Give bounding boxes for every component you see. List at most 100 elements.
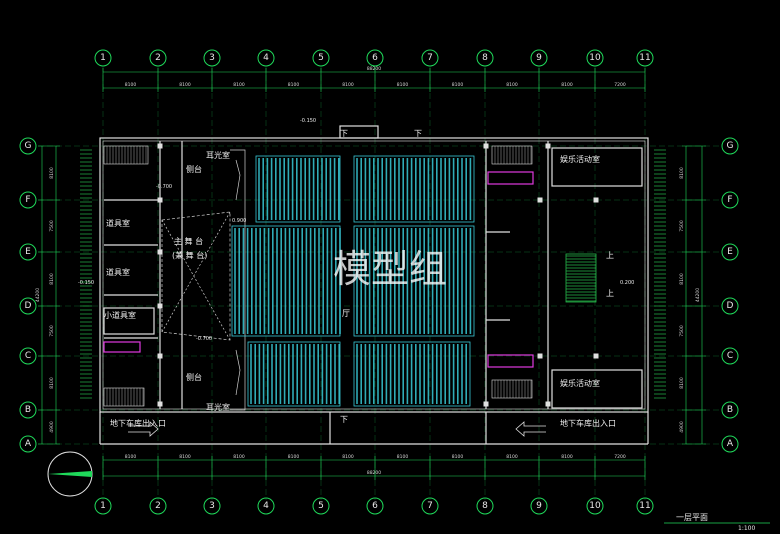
dim-col-spacing-top-10: 7200	[614, 82, 626, 88]
axis-bubble-col-6-bottom: 6	[366, 497, 384, 515]
dim-col-spacing-top-9: 8100	[561, 82, 573, 88]
axis-bubble-row-E-left: E	[19, 243, 37, 261]
dim-col-spacing-bottom-6: 8100	[397, 454, 409, 460]
corner-stair-4	[103, 387, 145, 407]
dim-col-spacing-top-5: 8100	[342, 82, 354, 88]
axis-bubble-row-C-left: C	[19, 347, 37, 365]
dim-col-spacing-bottom-3: 8100	[233, 454, 245, 460]
room-label-entertainment-bottom: 娱乐活动室	[560, 378, 600, 388]
axis-bubble-row-E-right: E	[721, 243, 739, 261]
dim-col-spacing-bottom-1: 8100	[125, 454, 137, 460]
axis-bubble-col-6-top: 6	[366, 49, 384, 67]
axis-label-col-4: 4	[263, 501, 269, 511]
axis-label-col-9: 9	[536, 501, 542, 511]
axis-label-row-C: C	[727, 351, 733, 361]
column-7	[483, 143, 489, 149]
axis-label-col-7: 7	[427, 501, 433, 511]
dim-row-spacing-right-6: 4900	[679, 421, 685, 433]
axis-label-row-F: F	[727, 195, 732, 205]
room-label-garage-right: 地下车库出入口	[560, 418, 616, 428]
main-stage	[161, 149, 246, 411]
dim-row-spacing-right-2: 7500	[679, 220, 685, 232]
dim-col-spacing-top-8: 8100	[506, 82, 518, 88]
room-label-garage-left: 地下车库出入口	[110, 418, 166, 428]
axis-label-col-4: 4	[263, 53, 269, 63]
axis-bubble-row-G-right: G	[721, 137, 739, 155]
level-entrance: -0.150	[300, 118, 316, 124]
axis-bubble-col-4-top: 4	[257, 49, 275, 67]
dim-col-spacing-top-6: 8100	[397, 82, 409, 88]
axis-label-col-5: 5	[318, 53, 324, 63]
column-6	[157, 401, 163, 407]
axis-bubble-row-G-left: G	[19, 137, 37, 155]
column-3	[157, 249, 163, 255]
garage-entrance-arrows	[128, 421, 546, 437]
column-10	[545, 401, 551, 407]
dim-row-spacing-right-1: 8100	[679, 167, 685, 179]
level-stage-bottom: -0.700	[196, 336, 212, 342]
axis-label-col-2: 2	[155, 53, 161, 63]
axis-label-row-E: E	[25, 247, 31, 257]
room-label-side-stage-bottom: 侧台	[186, 372, 202, 382]
dim-row-spacing-left-6: 4900	[49, 421, 55, 433]
axis-bubble-row-D-left: D	[19, 297, 37, 315]
axis-label-row-A: A	[727, 439, 734, 449]
room-label-prep-2: 道具室	[106, 267, 130, 277]
axis-bubble-row-B-right: B	[721, 401, 739, 419]
column-2	[157, 197, 163, 203]
dim-row-spacing-left-4: 7500	[49, 325, 55, 337]
structural-columns	[157, 143, 599, 407]
seating-block-1	[255, 155, 341, 223]
room-label-side-stage-top: 侧台	[186, 164, 202, 174]
axis-label-col-3: 3	[209, 53, 215, 63]
axis-bubble-col-2-top: 2	[149, 49, 167, 67]
room-label-prep-1: 道具室	[106, 218, 130, 228]
column-14	[537, 353, 543, 359]
axis-bubble-col-7-bottom: 7	[421, 497, 439, 515]
stair-down-label-bottom: 下	[340, 415, 348, 424]
axis-label-col-6: 6	[372, 53, 378, 63]
room-labels: 道具室 道具室 小道具室 侧台 侧台 耳光室 耳光室 主 舞 台 (兼 舞 台)…	[104, 129, 616, 428]
dim-row-spacing-left-5: 8100	[49, 377, 55, 389]
column-4	[157, 303, 163, 309]
axis-label-col-5: 5	[318, 501, 324, 511]
dim-row-spacing-left-1: 8100	[49, 167, 55, 179]
dim-total-height-left: 44200	[35, 288, 41, 302]
dimension-lines: 8100 8100 8100 8100 8100 8100 8100 8100 8100 7200…	[35, 66, 706, 480]
seating-block-4	[353, 225, 475, 337]
axis-bubble-row-F-left: F	[19, 191, 37, 209]
axis-bubble-row-A-right: A	[721, 435, 739, 453]
dim-col-spacing-bottom-2: 8100	[179, 454, 191, 460]
axis-bubble-col-3-top: 3	[203, 49, 221, 67]
axis-bubble-row-D-right: D	[721, 297, 739, 315]
axis-label-col-11: 11	[639, 501, 650, 511]
column-11	[593, 197, 599, 203]
axis-label-row-D: D	[727, 301, 734, 311]
axis-bubble-col-7-top: 7	[421, 49, 439, 67]
watermark-text: 模型组	[333, 247, 447, 291]
axis-label-col-6: 6	[372, 501, 378, 511]
room-label-entertainment-top: 娱乐活动室	[560, 154, 600, 164]
column-13	[537, 197, 543, 203]
stair-down-label-right: 下	[414, 129, 422, 138]
axis-bubble-col-1-bottom: 1	[94, 497, 112, 515]
seating-block-3	[231, 225, 341, 337]
dim-row-spacing-right-3: 8100	[679, 273, 685, 285]
column-9	[545, 143, 551, 149]
dim-row-spacing-right-4: 7500	[679, 325, 685, 337]
column-12	[593, 353, 599, 359]
axis-bubble-row-C-right: C	[721, 347, 739, 365]
dim-col-spacing-bottom-9: 8100	[561, 454, 573, 460]
axis-bubble-row-F-right: F	[721, 191, 739, 209]
axis-bubble-row-A-left: A	[19, 435, 37, 453]
level-west-side: -0.150	[78, 280, 94, 286]
axis-bubble-col-9-top: 9	[530, 49, 548, 67]
axis-label-row-D: D	[25, 301, 32, 311]
dim-col-spacing-top-2: 8100	[179, 82, 191, 88]
axis-label-row-F: F	[25, 195, 30, 205]
east-stair	[654, 149, 666, 399]
axis-label-col-8: 8	[482, 501, 488, 511]
column-5	[157, 353, 163, 359]
dim-total-height-right: 44200	[695, 288, 701, 302]
column-8	[483, 401, 489, 407]
